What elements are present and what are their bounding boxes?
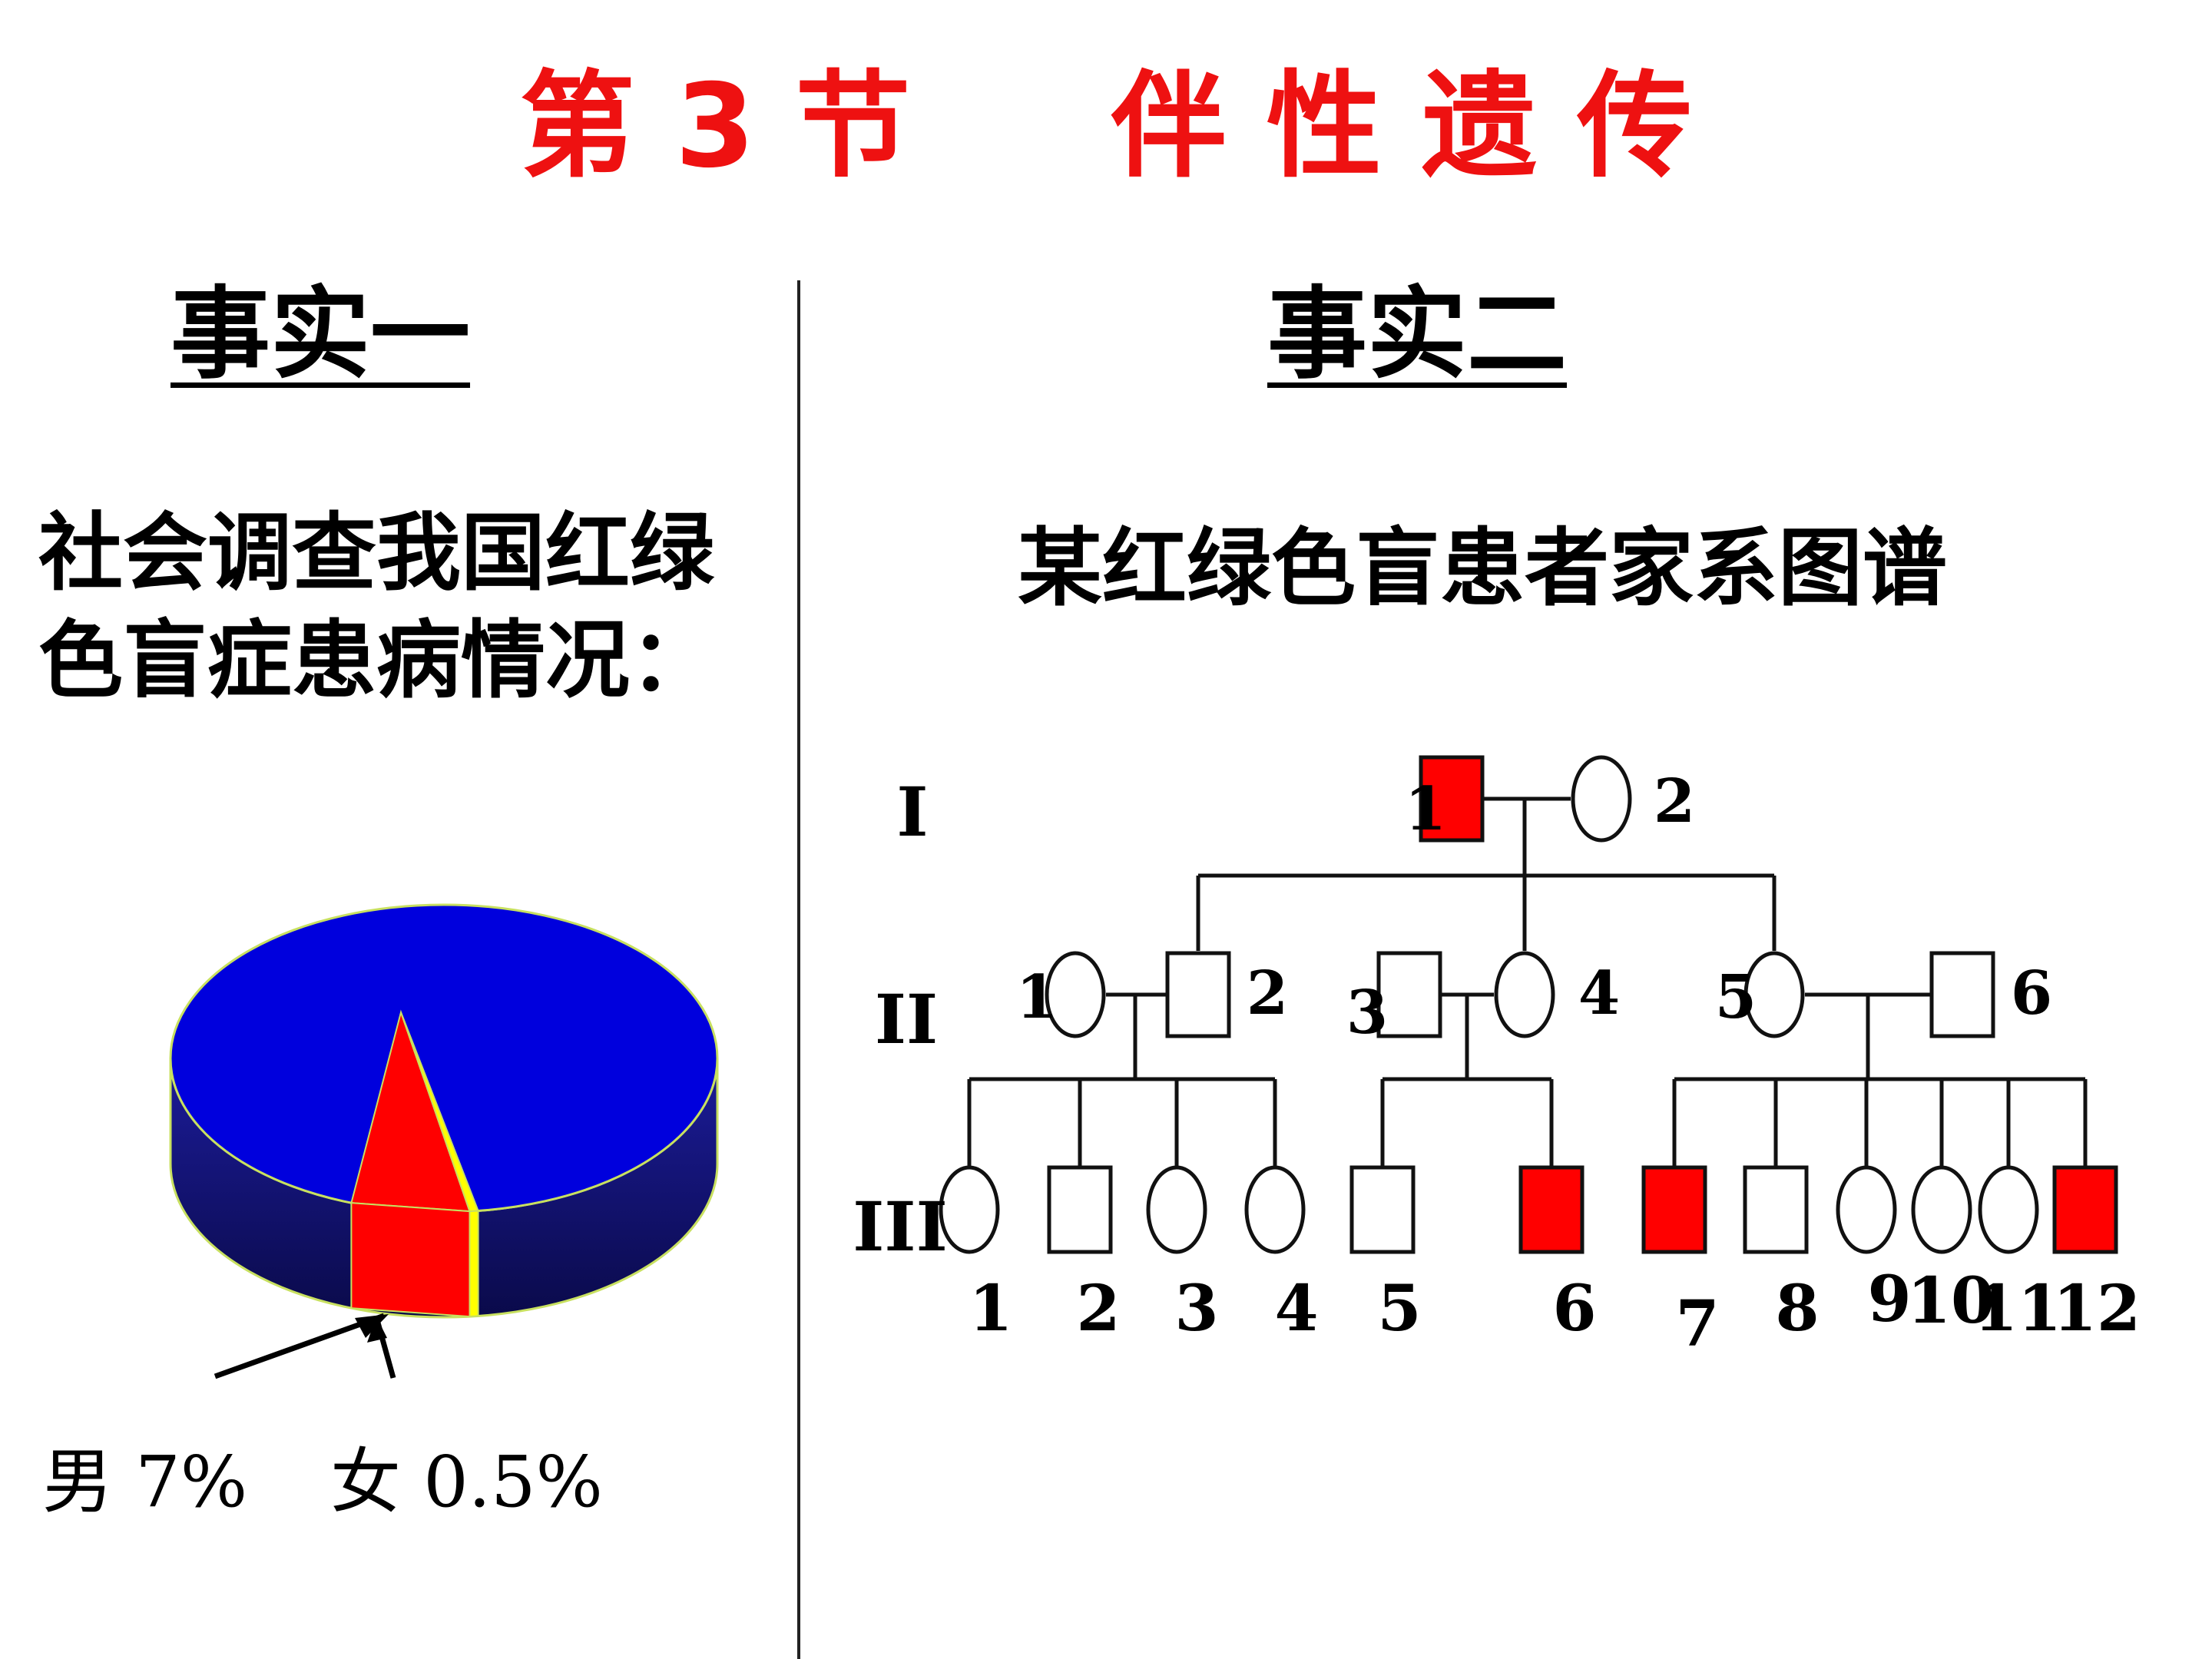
gen3-number-2: 2 [1076,1272,1120,1346]
generation-label-I: I [896,772,928,852]
gen3-number-5: 5 [1377,1272,1421,1346]
gen2-5-female-circle [1743,951,1805,1038]
survey-description-line1: 社会调查我国红绿 [38,504,714,602]
page-title: 第 3 节 伴 性 遗 传 [519,60,1693,194]
generation-label-III: III [853,1187,948,1267]
arrow-male-head [355,1314,389,1338]
gen3-8-male-square [1743,1165,1809,1254]
pedigree-lines [967,796,2088,1168]
gen1-number-2: 2 [1654,767,1695,836]
gen3-5-male-square [1349,1165,1416,1254]
gen2-6-male-square [1929,951,1995,1038]
gen3-4-female-circle [1244,1165,1306,1254]
gen3-number-1: 1 [969,1272,1012,1346]
gen2-number-1: 1 [1016,962,1058,1032]
pie-slice-side-female [469,1210,479,1318]
generation-label-II: II [875,979,938,1059]
male-percentage-label: 男 7% [42,1441,248,1523]
gen1-1-male-square [1419,755,1485,843]
arrow-male [214,1313,386,1379]
gen3-11-female-circle [1978,1165,2039,1254]
gen2-number-6: 6 [2011,959,2052,1028]
gen3-number-12: 12 [2053,1272,2141,1346]
gen3-10-female-circle [1911,1165,1972,1254]
pie-slices [350,1009,480,1318]
gen2-1-female-circle [1045,951,1106,1038]
gen3-2-male-square [1047,1165,1113,1254]
fact-two-heading: 事实二 [1267,276,1568,392]
gen3-number-7: 7 [1675,1287,1719,1361]
gen2-number-4: 4 [1578,959,1620,1028]
gen3-number-11: 11 [1974,1272,2061,1346]
gen3-3-female-circle [1146,1165,1207,1254]
gen2-number-5: 5 [1715,962,1757,1032]
colorblind-pie-chart [169,903,719,1379]
gen3-7-male-square [1641,1165,1707,1254]
gen3-9-female-circle [1836,1165,1897,1254]
gen3-number-6: 6 [1552,1272,1596,1346]
survey-description: 社会调查我国红绿 色盲症患病情况： [38,499,714,714]
fact-one-heading: 事实一 [171,276,471,392]
gen3-1-female-circle [939,1165,1000,1254]
gen3-number-8: 8 [1775,1272,1819,1346]
gen3-6-male-square [1518,1165,1584,1254]
gen3-12-male-square [2052,1165,2118,1254]
pedigree-symbols [939,755,2118,1254]
gen3-number-9: 9 [1867,1263,1911,1336]
female-percentage-label: 女 0.5% [330,1441,603,1523]
gen3-number-10: 10 [1907,1264,1995,1338]
gen1-2-female-circle [1571,755,1632,843]
gen1-number-1: 1 [1405,774,1446,844]
gen3-number-3: 3 [1174,1272,1218,1346]
column-divider [797,280,800,1659]
gen2-number-2: 2 [1247,959,1288,1028]
gen3-number-4: 4 [1274,1272,1318,1346]
pedigree-description: 某红绿色盲患者家系图谱 [1018,519,1947,618]
survey-description-line2: 色盲症患病情况： [38,611,714,710]
pie-slice-side-male [350,1202,471,1318]
gen2-number-3: 3 [1346,978,1388,1048]
gen2-4-female-circle [1494,951,1555,1038]
arrow-female-head [367,1316,387,1343]
gen2-3-male-square [1376,951,1442,1038]
gen2-2-male-square [1165,951,1231,1038]
